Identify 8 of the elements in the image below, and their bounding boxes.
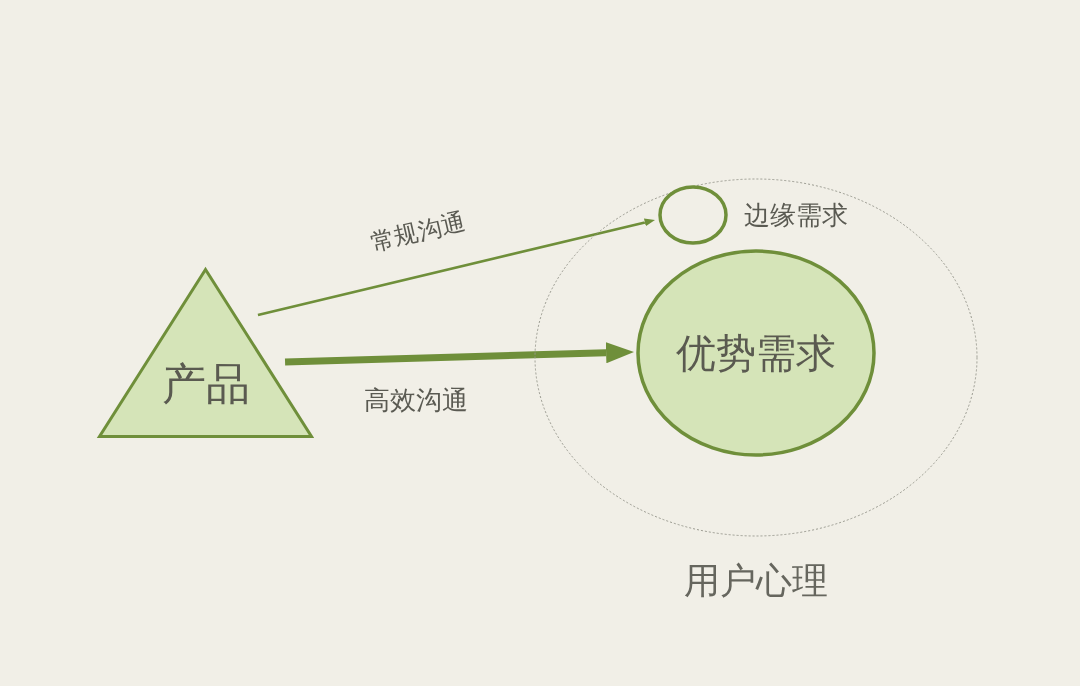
arrow [284, 342, 635, 366]
node-label: 产品 [161, 356, 250, 411]
node-label: 优势需求 [676, 328, 836, 378]
triangle-shape [98, 268, 313, 438]
ellipse-caption: 用户心理 [684, 559, 828, 603]
arrow [257, 218, 655, 317]
side-label: 边缘需求 [744, 198, 848, 232]
ellipse-shape [636, 249, 876, 457]
